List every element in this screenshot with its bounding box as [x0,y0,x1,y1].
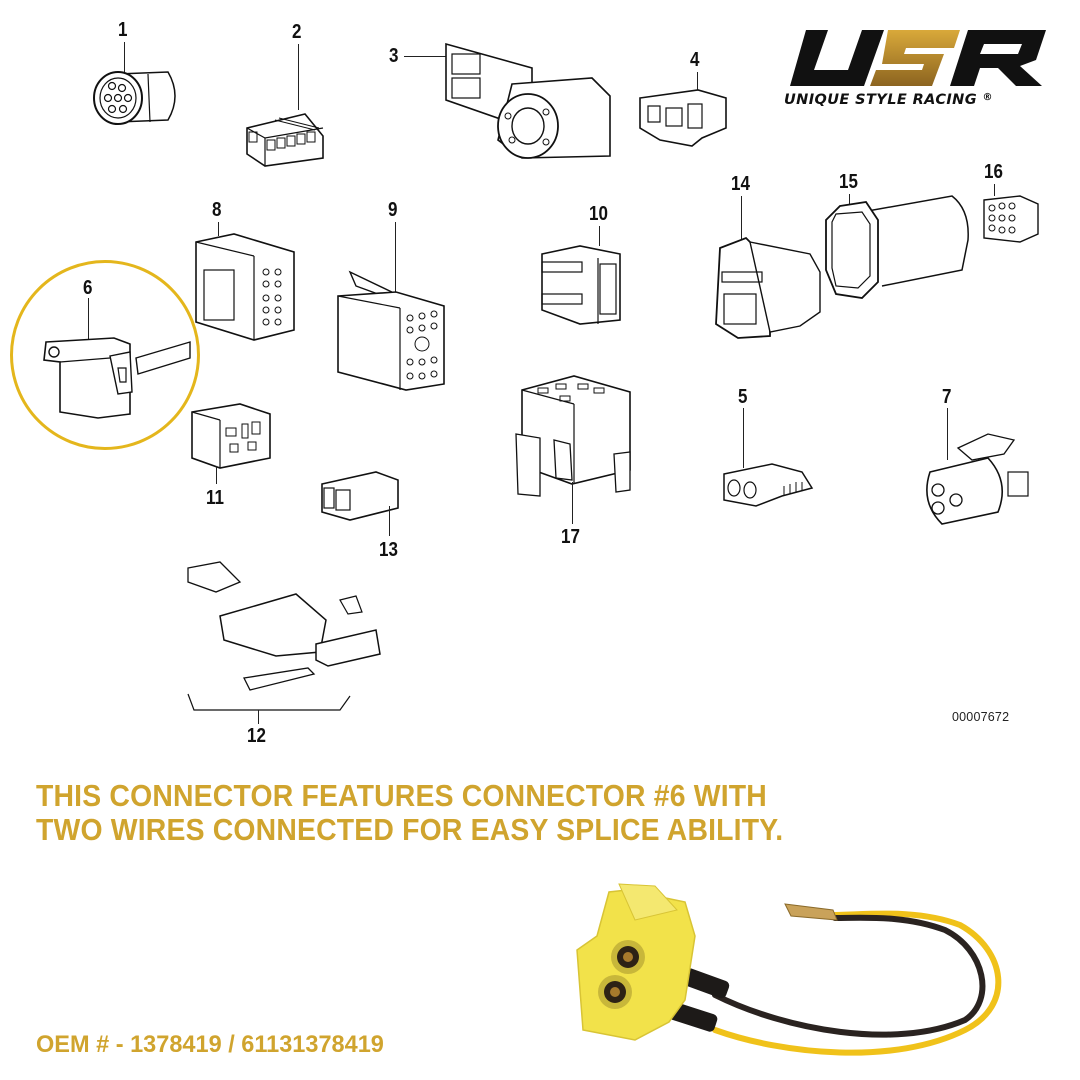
leader-line [849,194,851,212]
part-15-oval-housing [822,190,972,300]
callout-11: 11 [206,487,224,509]
leader-line [216,466,218,484]
usr-logo: UNIQUE STYLE RACING ® [784,26,1054,118]
part-6-two-pin-connector [40,337,191,419]
part-5-two-pin-connector [722,460,814,510]
callout-15: 15 [839,171,858,193]
leader-line [395,222,397,292]
leader-line [743,408,745,468]
part-2-six-pin-connector [245,108,325,168]
part-13-blade-connector [320,470,400,522]
leader-line [389,506,391,536]
callout-5: 5 [738,386,748,408]
callout-14: 14 [731,173,750,195]
leader-line [88,298,90,342]
callout-10: 10 [589,203,608,225]
callout-4: 4 [690,49,700,71]
leader-line [741,196,743,240]
callout-7: 7 [942,386,952,408]
diagram-reference-code: 00007672 [952,710,1010,724]
tagline-text: UNIQUE STYLE RACING [784,92,977,108]
callout-8: 8 [212,199,222,221]
part-16-round-multi-pin [980,194,1040,244]
leader-line [599,226,601,246]
logo-tagline: UNIQUE STYLE RACING ® [784,92,1054,108]
leader-line [258,710,260,724]
description-line-2: TWO WIRES CONNECTED FOR EASY SPLICE ABIL… [36,813,784,847]
usr-logo-mark [790,30,1046,86]
leader-line [404,56,446,58]
leader-line [298,44,300,110]
leader-line [572,482,574,524]
leader-line [697,72,699,92]
callout-13: 13 [379,539,398,561]
callout-1: 1 [118,19,128,41]
oem-part-number: OEM # - 1378419 / 61131378419 [36,1031,384,1058]
part-8-multi-pin-connector [194,232,295,342]
part-3-bracket-connector [442,40,612,160]
callout-3: 3 [389,45,399,67]
description-line-1: THIS CONNECTOR FEATURES CONNECTOR #6 WIT… [36,779,767,813]
leader-line [218,222,220,236]
leader-line [947,408,949,460]
callout-17: 17 [561,526,580,548]
part-12-connector-kit [180,556,381,716]
callout-9: 9 [388,199,398,221]
part-11-relay-connector [190,402,271,469]
registered-mark: ® [982,92,993,103]
callout-6: 6 [83,277,93,299]
part-9-locking-connector [336,270,446,391]
leader-line [124,42,126,72]
part-17-fuse-block [514,374,634,500]
description-headline: THIS CONNECTOR FEATURES CONNECTOR #6 WIT… [36,779,783,847]
callout-2: 2 [292,21,302,43]
callout-12: 12 [247,725,266,747]
part-10-flat-connector [540,244,621,325]
product-photo [565,880,1035,1075]
part-7-three-pin-round-connector [918,432,1033,525]
leader-line [994,184,996,196]
part-14-octagonal-connector [710,236,821,340]
part-4-relay-socket [638,88,728,148]
part-6-highlight-ring [10,260,200,450]
callout-16: 16 [984,161,1003,183]
part-1-round-connector [88,68,183,126]
